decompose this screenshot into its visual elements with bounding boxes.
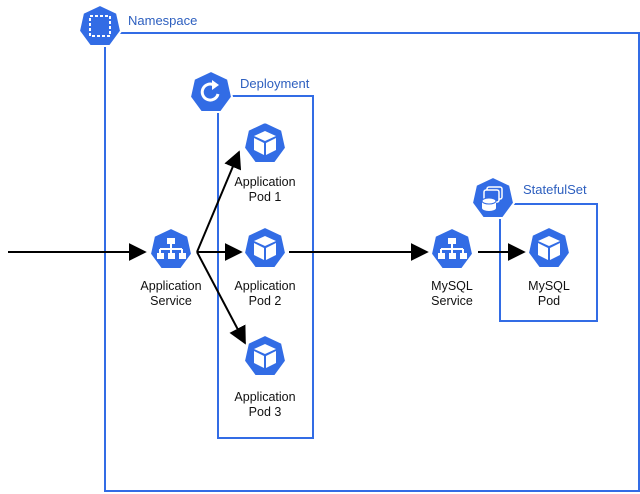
deployment-icon <box>188 70 234 116</box>
pod2-label-line2: Pod 2 <box>248 294 282 308</box>
mysql-service-label-line2: Service <box>431 294 473 308</box>
deployment-frame <box>217 95 314 439</box>
pod3-label-line1: Application <box>234 390 296 404</box>
pod3-icon <box>242 334 288 380</box>
pod2-icon <box>242 226 288 272</box>
mysql-service-icon <box>429 227 475 273</box>
app-service-label-line2: Service <box>150 294 192 308</box>
app-service-label-line1: Application <box>140 279 202 293</box>
arrow-to-pod1 <box>196 150 242 253</box>
statefulset-frame <box>499 203 598 322</box>
pod1-label-line2: Pod 1 <box>248 190 282 204</box>
namespace-icon <box>77 4 123 50</box>
deployment-title: Deployment <box>240 76 310 91</box>
namespace-title: Namespace <box>128 13 198 28</box>
pod1-label: Application Pod 1 <box>225 175 305 205</box>
namespace-frame <box>104 32 640 492</box>
mysql-pod-icon <box>526 226 572 272</box>
pod1-icon <box>242 121 288 167</box>
mysql-pod-label-line1: MySQL <box>528 279 570 293</box>
statefulset-title: StatefulSet <box>523 182 587 197</box>
pod3-label-line2: Pod 3 <box>248 405 282 419</box>
arrow-to-pod3 <box>196 251 246 345</box>
pod2-label: Application Pod 2 <box>225 279 305 309</box>
mysql-service-label: MySQL Service <box>412 279 492 309</box>
app-service-label: Application Service <box>131 279 211 309</box>
mysql-service-label-line1: MySQL <box>431 279 473 293</box>
mysql-pod-label: MySQL Pod <box>509 279 589 309</box>
mysql-pod-label-line2: Pod <box>537 294 561 308</box>
statefulset-icon <box>470 176 516 222</box>
pod3-label: Application Pod 3 <box>225 390 305 420</box>
pod2-label-line1: Application <box>234 279 296 293</box>
app-service-icon <box>148 227 194 273</box>
pod1-label-line1: Application <box>234 175 296 189</box>
